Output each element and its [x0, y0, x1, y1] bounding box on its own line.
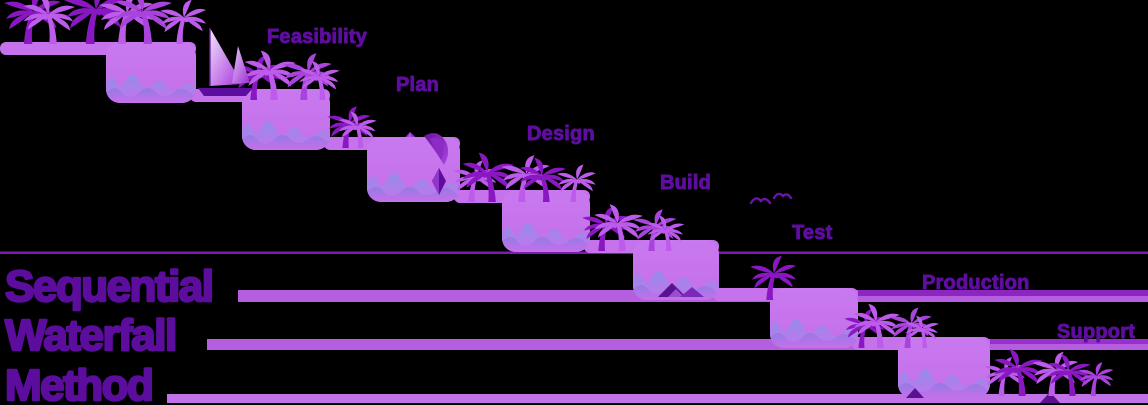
- mountain-icon: [658, 283, 1060, 403]
- diagram-title-line-3: Method: [5, 361, 152, 405]
- step-label-test: Test: [792, 222, 833, 244]
- test-level-line: [0, 251, 1148, 254]
- bottom-level-bar: [167, 394, 1148, 403]
- step-label-plan: Plan: [396, 74, 439, 96]
- step-label-design: Design: [527, 123, 595, 145]
- step-label-support: Support: [1057, 321, 1135, 343]
- step-label-production: Production: [922, 272, 1030, 294]
- bird-icon: [749, 192, 793, 205]
- diagram-title-line-2: Waterfall: [5, 311, 176, 360]
- support-level-bar: [207, 339, 1148, 350]
- support-level-bar-dark: [990, 339, 1148, 344]
- sailboat-icon: [198, 28, 253, 96]
- production-level-bar-dark: [858, 290, 1148, 296]
- staircase: [0, 42, 1060, 403]
- gem-icon: [424, 133, 449, 195]
- step-label-feasibility: Feasibility: [267, 26, 368, 48]
- diagram-title-line-1: Sequential: [5, 262, 213, 311]
- step-label-build: Build: [660, 172, 711, 194]
